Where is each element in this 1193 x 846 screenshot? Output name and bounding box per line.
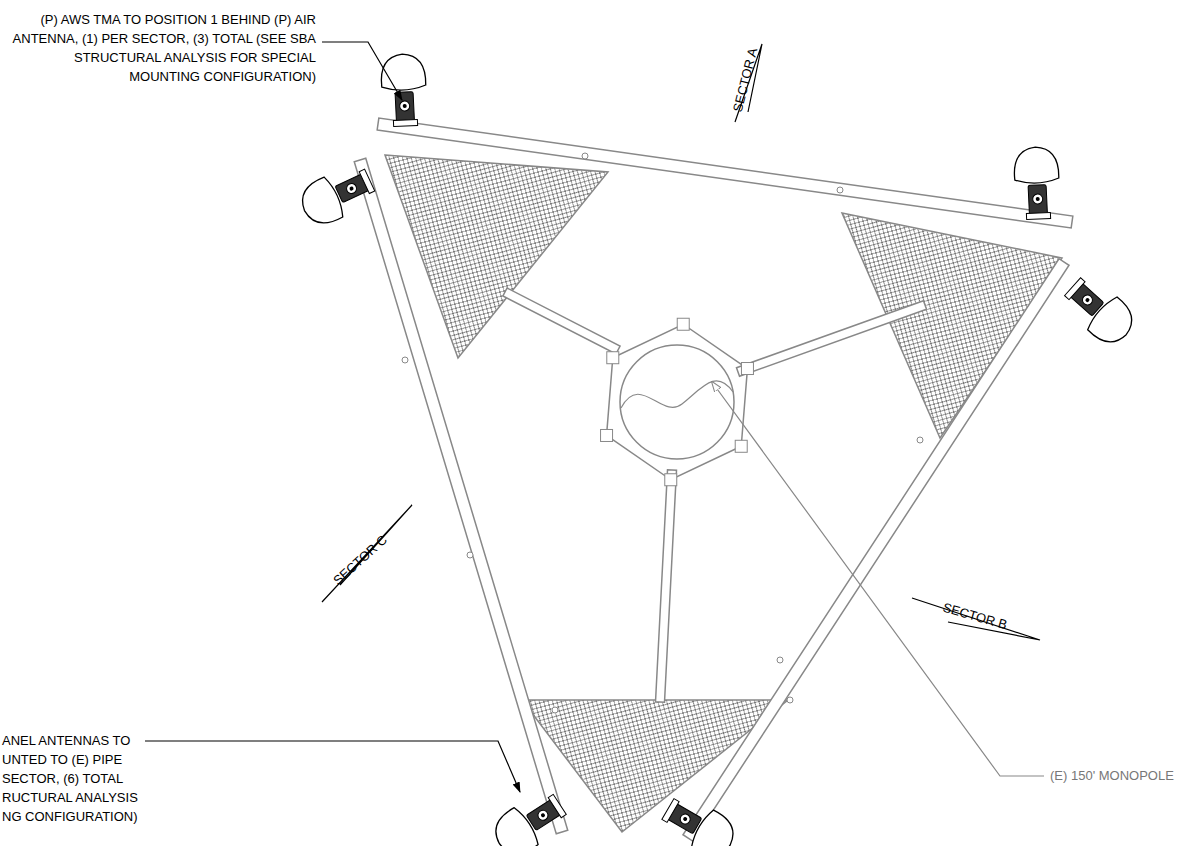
tma-port bbox=[1036, 197, 1040, 201]
pipe-mount bbox=[503, 288, 620, 354]
pipe-mount bbox=[354, 158, 567, 833]
antenna-group bbox=[295, 53, 1141, 846]
sector-label: SECTOR C bbox=[329, 531, 391, 590]
tma-port bbox=[349, 186, 354, 191]
antenna-with-tma bbox=[295, 160, 379, 231]
antenna-with-tma bbox=[487, 786, 572, 846]
tma-unit bbox=[1028, 185, 1047, 216]
tma-port bbox=[345, 182, 358, 195]
sector-label: SECTOR B bbox=[941, 598, 1010, 635]
pipe-clamp bbox=[787, 697, 793, 703]
pipe-clamp bbox=[552, 707, 558, 713]
tma-port bbox=[682, 816, 687, 821]
leader-lines bbox=[145, 42, 1044, 792]
pipe-clamp bbox=[467, 552, 473, 558]
break-symbol bbox=[621, 381, 733, 408]
collar-bracket bbox=[735, 440, 747, 452]
leader-line bbox=[322, 42, 402, 100]
tma-unit bbox=[395, 92, 414, 123]
pipe-frame bbox=[354, 118, 1073, 841]
monopole bbox=[601, 318, 754, 486]
sector-arrow bbox=[322, 505, 412, 602]
grating-panel bbox=[522, 700, 788, 832]
pipe-clamp bbox=[402, 357, 408, 363]
mount-clamp bbox=[548, 794, 566, 817]
tma-port bbox=[540, 812, 546, 818]
collar-bracket bbox=[601, 429, 613, 441]
mount-clamp bbox=[662, 799, 679, 823]
leader-line bbox=[145, 741, 520, 792]
pipe-clamp bbox=[582, 153, 588, 159]
callout-note: ANEL ANTENNAS TO UNTED TO (E) PIPE SECTO… bbox=[2, 731, 142, 826]
callout-note: (P) AWS TMA TO POSITION 1 BEHIND (P) AIR… bbox=[6, 10, 316, 86]
mount-clamp bbox=[1026, 212, 1050, 219]
tma-port bbox=[1085, 297, 1091, 303]
pipe-mount bbox=[656, 470, 677, 702]
panel-antenna bbox=[295, 175, 346, 230]
tma-port bbox=[399, 101, 409, 111]
sector-label: SECTOR A bbox=[728, 46, 762, 114]
leader-line bbox=[712, 382, 1044, 776]
mount-clamp bbox=[359, 169, 375, 193]
panel-antenna bbox=[1013, 146, 1059, 184]
collar-bracket bbox=[665, 474, 677, 486]
collar-bracket bbox=[677, 318, 689, 330]
pipe-clamp bbox=[917, 437, 923, 443]
tma-port bbox=[1080, 293, 1094, 307]
pipe-mount bbox=[377, 118, 1073, 228]
sector-arrow bbox=[912, 598, 1040, 640]
tma-port bbox=[403, 104, 407, 108]
antenna-with-tma bbox=[1013, 146, 1061, 220]
part-label: (E) 150' MONOPOLE bbox=[1050, 766, 1174, 785]
collar-bracket bbox=[607, 352, 619, 364]
platform-grating bbox=[385, 155, 1062, 832]
pipe-mount bbox=[683, 259, 1069, 842]
sector-arrows bbox=[322, 44, 1040, 640]
antenna-with-tma bbox=[1058, 270, 1141, 351]
antenna-with-tma bbox=[380, 53, 428, 127]
panel-antenna bbox=[380, 53, 426, 91]
tma-port bbox=[536, 808, 550, 822]
mount-clamp bbox=[393, 119, 417, 126]
pipe-clamp bbox=[777, 657, 783, 663]
antenna-with-tma bbox=[657, 790, 742, 846]
mount-clamp bbox=[1065, 278, 1085, 300]
tma-port bbox=[678, 812, 692, 826]
monopole-shaft bbox=[620, 345, 734, 459]
tma-port bbox=[1032, 194, 1042, 204]
pipe-clamp bbox=[837, 187, 843, 193]
pipe-mount bbox=[736, 301, 926, 376]
collar-bracket bbox=[741, 363, 753, 375]
